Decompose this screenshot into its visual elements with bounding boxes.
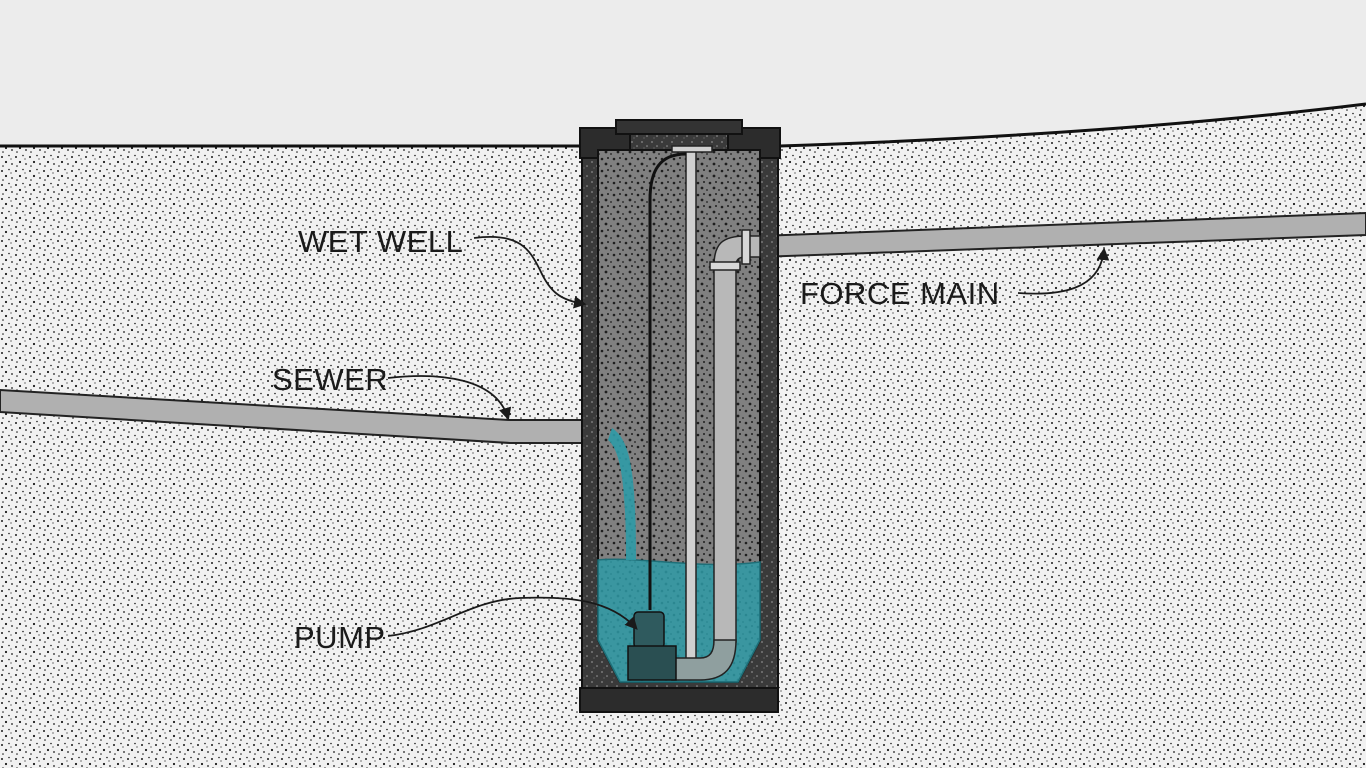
well-base [579, 687, 779, 713]
guide-rail [685, 149, 697, 661]
force-main-leader-arrow [1017, 247, 1110, 295]
ground-surface-line [0, 102, 1366, 148]
discharge-flange-top [741, 229, 751, 265]
well-lid [615, 119, 743, 135]
discharge-elbow-bottom [671, 639, 737, 681]
pump-volute [627, 645, 677, 681]
pump [627, 611, 677, 681]
pump-cable [648, 152, 687, 610]
discharge-flange-mid [709, 261, 741, 271]
wet-well-label: WET WELL [298, 224, 463, 259]
sewer-label: SEWER [272, 362, 388, 397]
sewer-leader-arrow [387, 375, 512, 421]
pump-leader-arrow [387, 596, 638, 637]
wet-well-leader-arrow [473, 235, 587, 309]
pump-housing [633, 611, 665, 649]
inflow-stream [608, 428, 636, 560]
force-main-label: FORCE MAIN [800, 276, 1000, 311]
pump-label: PUMP [294, 620, 386, 655]
wet-well [579, 119, 781, 713]
guide-rail-bracket [671, 145, 713, 153]
discharge-riser [713, 265, 737, 643]
